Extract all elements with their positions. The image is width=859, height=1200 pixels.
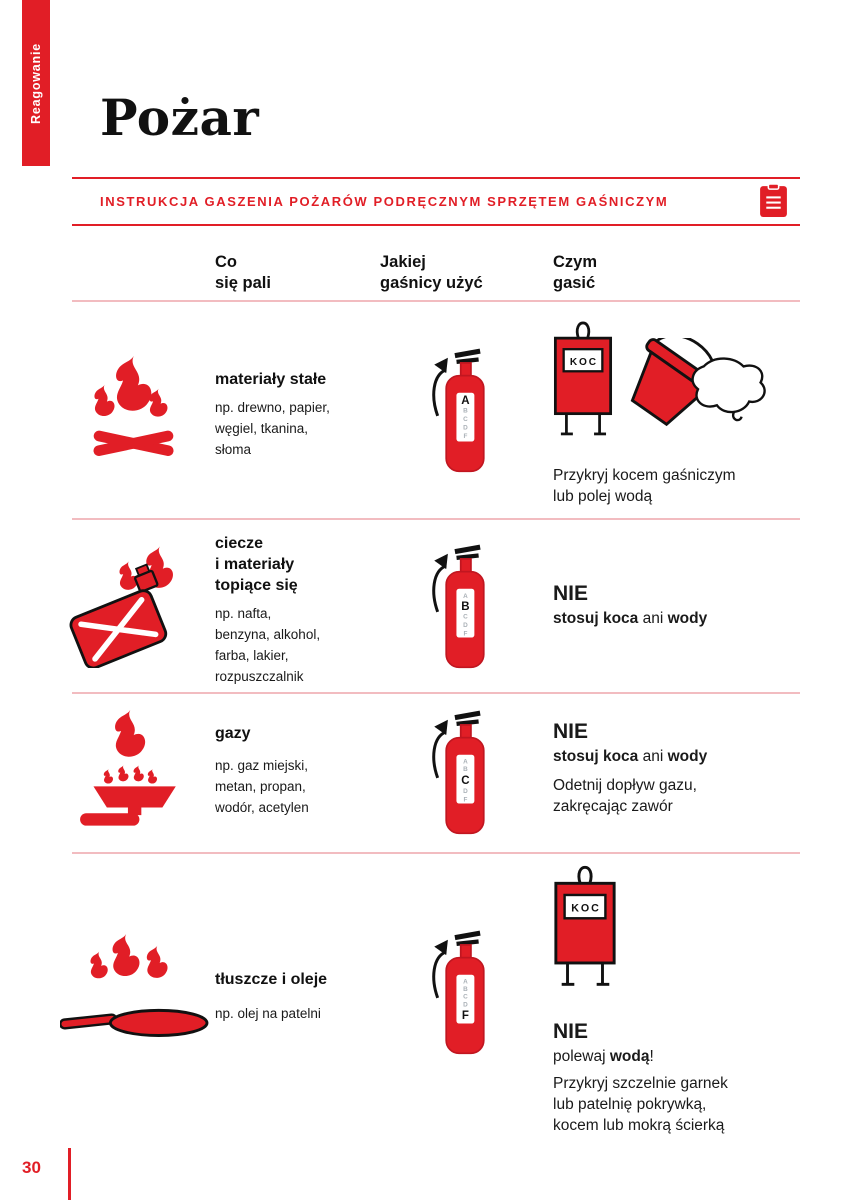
row-description: np. nafta, benzyna, alkohol, farba, laki… (215, 606, 321, 684)
row-title: ciecze i materiały topiące się (215, 535, 298, 594)
fuel-canister-icon (69, 546, 173, 668)
agent-class-A: A (463, 758, 468, 765)
col-header-extinguisher: Jakiej gaśnicy użyć (380, 253, 483, 293)
row-solid-materials: materiały stałe np. drewno, papier, węgi… (0, 300, 859, 518)
page-number: 30 (22, 1158, 41, 1177)
agent-class-D: D (463, 622, 468, 629)
clipboard-list-icon (760, 184, 787, 217)
agent-class-D: D (463, 788, 468, 795)
fire-extinguisher-icon: A B C D F (432, 544, 485, 669)
agent-class-A: A (463, 593, 468, 600)
row-title: materiały stałe (215, 371, 327, 388)
agent-class-F: F (463, 631, 467, 638)
col-header-what-burns: Co się pali (215, 253, 271, 293)
divider-top (72, 177, 800, 179)
agent-class-C: C (463, 416, 468, 423)
divider-row-1 (72, 518, 800, 520)
campfire-icon (93, 355, 174, 457)
agent-class-A: A (463, 978, 468, 985)
row-fats-oils: KOC tłuszcze i oleje np. olej na patelni… (0, 852, 859, 1152)
row-liquids: ciecze i materiały topiące się np. nafta… (0, 518, 859, 692)
advice-line: polewaj wodą! (553, 1048, 654, 1065)
agent-class-F: F (463, 797, 467, 804)
fire-blanket-icon: KOC (553, 321, 613, 436)
row-description: np. drewno, papier, węgiel, tkanina, sło… (215, 400, 330, 457)
agent-class-D: D (463, 424, 468, 431)
fire-extinguisher-icon: A B C D F (432, 348, 485, 473)
agent-class-B: B (463, 986, 468, 993)
advice-line: stosuj koca ani wody (553, 748, 708, 765)
agent-class-C: C (463, 614, 468, 621)
frying-pan-icon (60, 934, 209, 1037)
gas-burner-icon (80, 709, 176, 826)
chapter-tab: Reagowanie (22, 0, 50, 166)
agent-class-B: B (463, 407, 468, 414)
agent-class-D: D (463, 1001, 468, 1008)
agent-class-F: F (462, 1010, 469, 1022)
footer-rule (68, 1148, 71, 1200)
row-description: np. gaz miejski, metan, propan, wodór, a… (215, 758, 309, 815)
fire-extinguisher-icon: A B C D F (432, 710, 485, 835)
advice-nie: NIE (553, 1020, 589, 1043)
advice-extra: Odetnij dopływ gazu, zakręcając zawór (553, 777, 697, 815)
agent-class-C: C (461, 775, 469, 787)
agent-class-B: B (463, 766, 468, 773)
advice-line: stosuj koca ani wody (553, 610, 708, 627)
advice-extra: Przykryj szczelnie garnek lub patelnię p… (553, 1075, 728, 1134)
col-header-how-to-fight: Czym gasić (553, 253, 598, 293)
divider-row-2 (72, 692, 800, 694)
agent-class-A: A (461, 395, 470, 407)
chapter-tab-label: Reagowanie (29, 42, 43, 124)
blanket-label: KOC (571, 902, 601, 914)
water-bucket-icon (630, 338, 766, 427)
divider-subtitle (72, 224, 800, 226)
row-gases: gazy np. gaz miejski, metan, propan, wod… (0, 692, 859, 852)
divider-header (72, 300, 800, 302)
divider-row-3 (72, 852, 800, 854)
row-title: gazy (215, 725, 251, 742)
blanket-label: KOC (570, 357, 598, 368)
advice-text: Przykryj kocem gaśniczym lub polej wodą (553, 467, 736, 505)
row-description: np. olej na patelni (215, 1006, 321, 1021)
fire-extinguisher-icon: A B C D F (432, 930, 485, 1055)
agent-class-C: C (463, 994, 468, 1001)
advice-nie: NIE (553, 720, 589, 743)
page-title: Pożar (100, 88, 260, 147)
agent-class-B: B (461, 601, 469, 613)
instruction-subtitle: INSTRUKCJA GASZENIA POŻARÓW PODRĘCZNYM S… (100, 194, 669, 209)
fire-blanket-icon: KOC (554, 866, 616, 986)
row-title: tłuszcze i oleje (215, 971, 328, 988)
agent-class-F: F (463, 433, 467, 440)
advice-nie: NIE (553, 582, 589, 605)
